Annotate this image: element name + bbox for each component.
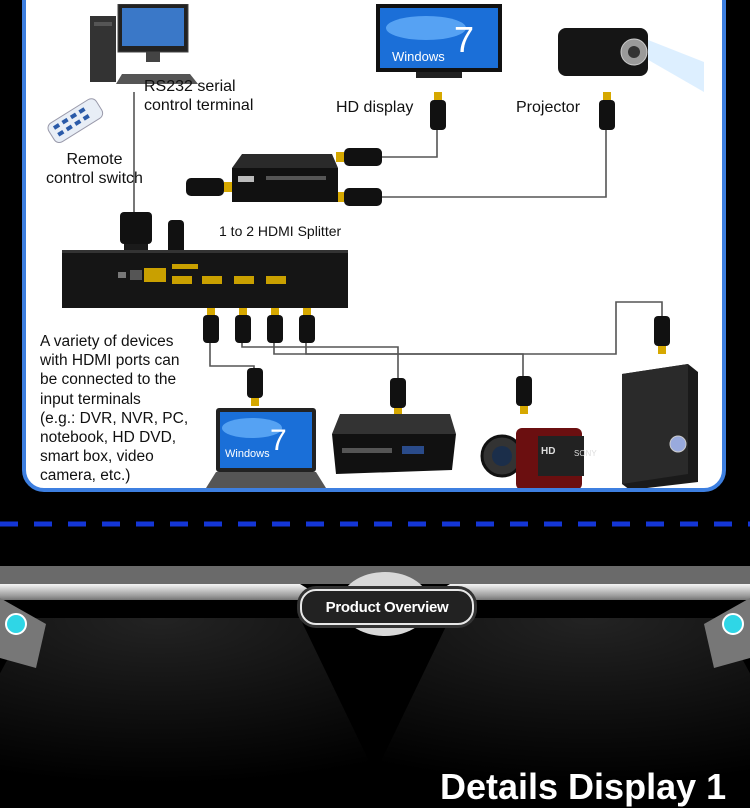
pc-icon bbox=[86, 3, 206, 91]
product-overview-badge: Product Overview bbox=[300, 589, 474, 625]
projector-icon bbox=[554, 8, 704, 103]
hdmi-switch-icon bbox=[62, 250, 348, 319]
remote-icon bbox=[40, 96, 110, 153]
tv-icon bbox=[376, 4, 502, 89]
hdmi-plug-icon bbox=[184, 176, 232, 203]
hdmi-plug-icon bbox=[265, 308, 285, 353]
hdmi-plug-icon bbox=[297, 308, 317, 353]
projector-label: Projector bbox=[516, 99, 581, 116]
devices-label: A variety of devices with HDMI ports can… bbox=[40, 333, 189, 485]
product-overview-text: Product Overview bbox=[325, 598, 449, 616]
diagram-panel: Windows 7 RS232 serial control terminal … bbox=[22, 0, 726, 492]
hdmi-plug-icon bbox=[336, 146, 384, 173]
laptop-icon bbox=[204, 408, 326, 488]
tv-windows-text: Windows bbox=[392, 49, 445, 64]
splitter-label: 1 to 2 HDMI Splitter bbox=[219, 223, 342, 239]
camcorder-icon bbox=[480, 404, 608, 488]
hdmi-plug-icon bbox=[336, 186, 384, 213]
splitter-icon bbox=[232, 154, 338, 223]
camcorder-sony-text: SONY bbox=[574, 449, 597, 458]
dvr-icon bbox=[326, 414, 456, 488]
stage-background bbox=[0, 566, 750, 784]
hdmi-plug-icon bbox=[597, 92, 617, 141]
hdmi-plug-icon bbox=[652, 316, 672, 361]
blue-dashed-divider bbox=[0, 521, 750, 527]
spotlight-right-icon bbox=[704, 598, 750, 668]
rs232-label: RS232 serial control terminal bbox=[144, 78, 254, 114]
spotlight-left-icon bbox=[0, 598, 46, 668]
hdmi-plug-icon bbox=[201, 308, 221, 353]
laptop-windows-text: Windows bbox=[225, 448, 270, 460]
tv-seven-text: 7 bbox=[454, 19, 475, 60]
camcorder-hd-text: HD bbox=[541, 446, 556, 457]
laptop-seven-text: 7 bbox=[270, 424, 287, 457]
remote-label: Remote control switch bbox=[46, 151, 143, 187]
hdmi-plug-icon bbox=[245, 368, 265, 413]
hdmi-plug-icon bbox=[514, 376, 534, 421]
details-display-heading: Details Display 1 bbox=[440, 766, 727, 807]
tower-pc-icon bbox=[622, 364, 702, 488]
hdmi-plug-icon bbox=[233, 308, 253, 353]
hdmi-plug-icon bbox=[388, 378, 408, 423]
hd-display-label: HD display bbox=[336, 99, 414, 116]
hdmi-plug-icon bbox=[428, 92, 448, 141]
